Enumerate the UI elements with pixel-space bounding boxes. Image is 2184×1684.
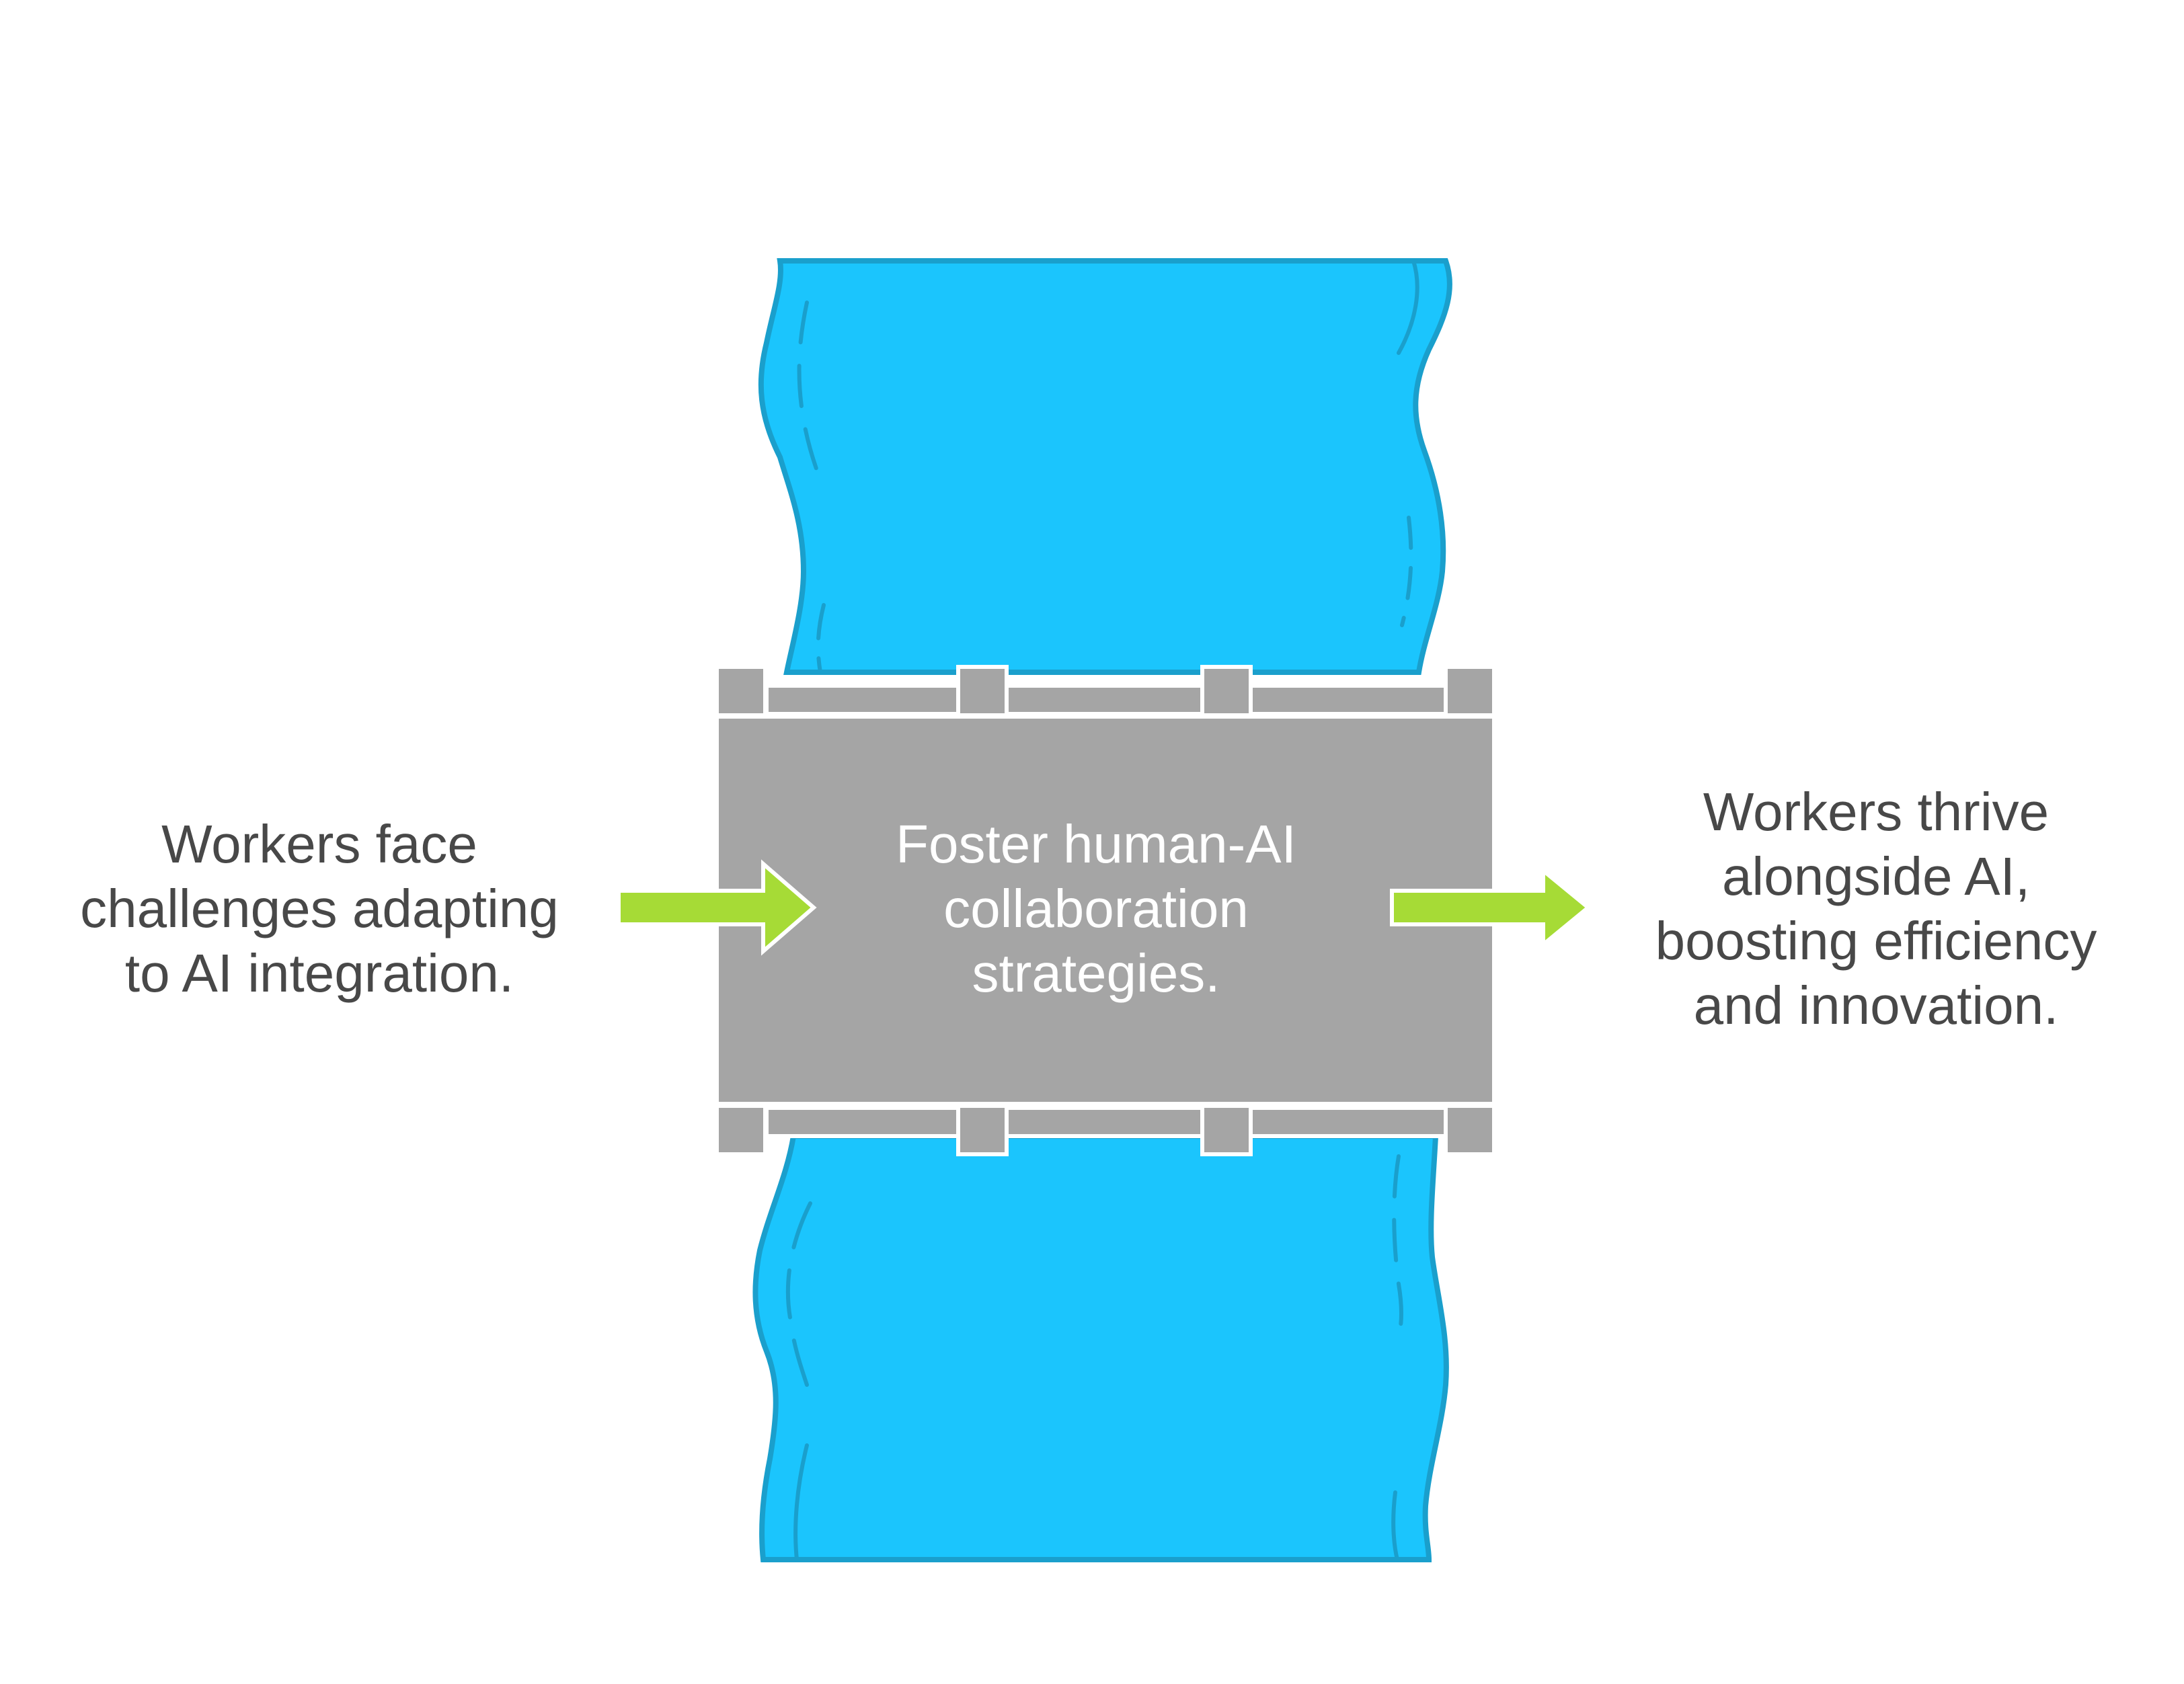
arrow-right-icon — [1390, 866, 1592, 949]
river-bottom — [752, 1133, 1449, 1562]
river-icon — [758, 258, 1452, 675]
bridge-icon — [715, 665, 1496, 1156]
center-label: Foster human-AI collaboration strategies… — [896, 814, 1296, 1003]
arrow-right-icon — [617, 859, 817, 956]
left-label: Workers face challenges adapting to AI i… — [80, 814, 559, 1003]
river-top — [758, 258, 1452, 675]
river-icon — [752, 1133, 1449, 1562]
right-label: Workers thrive alongside AI, boosting ef… — [1655, 782, 2097, 1035]
